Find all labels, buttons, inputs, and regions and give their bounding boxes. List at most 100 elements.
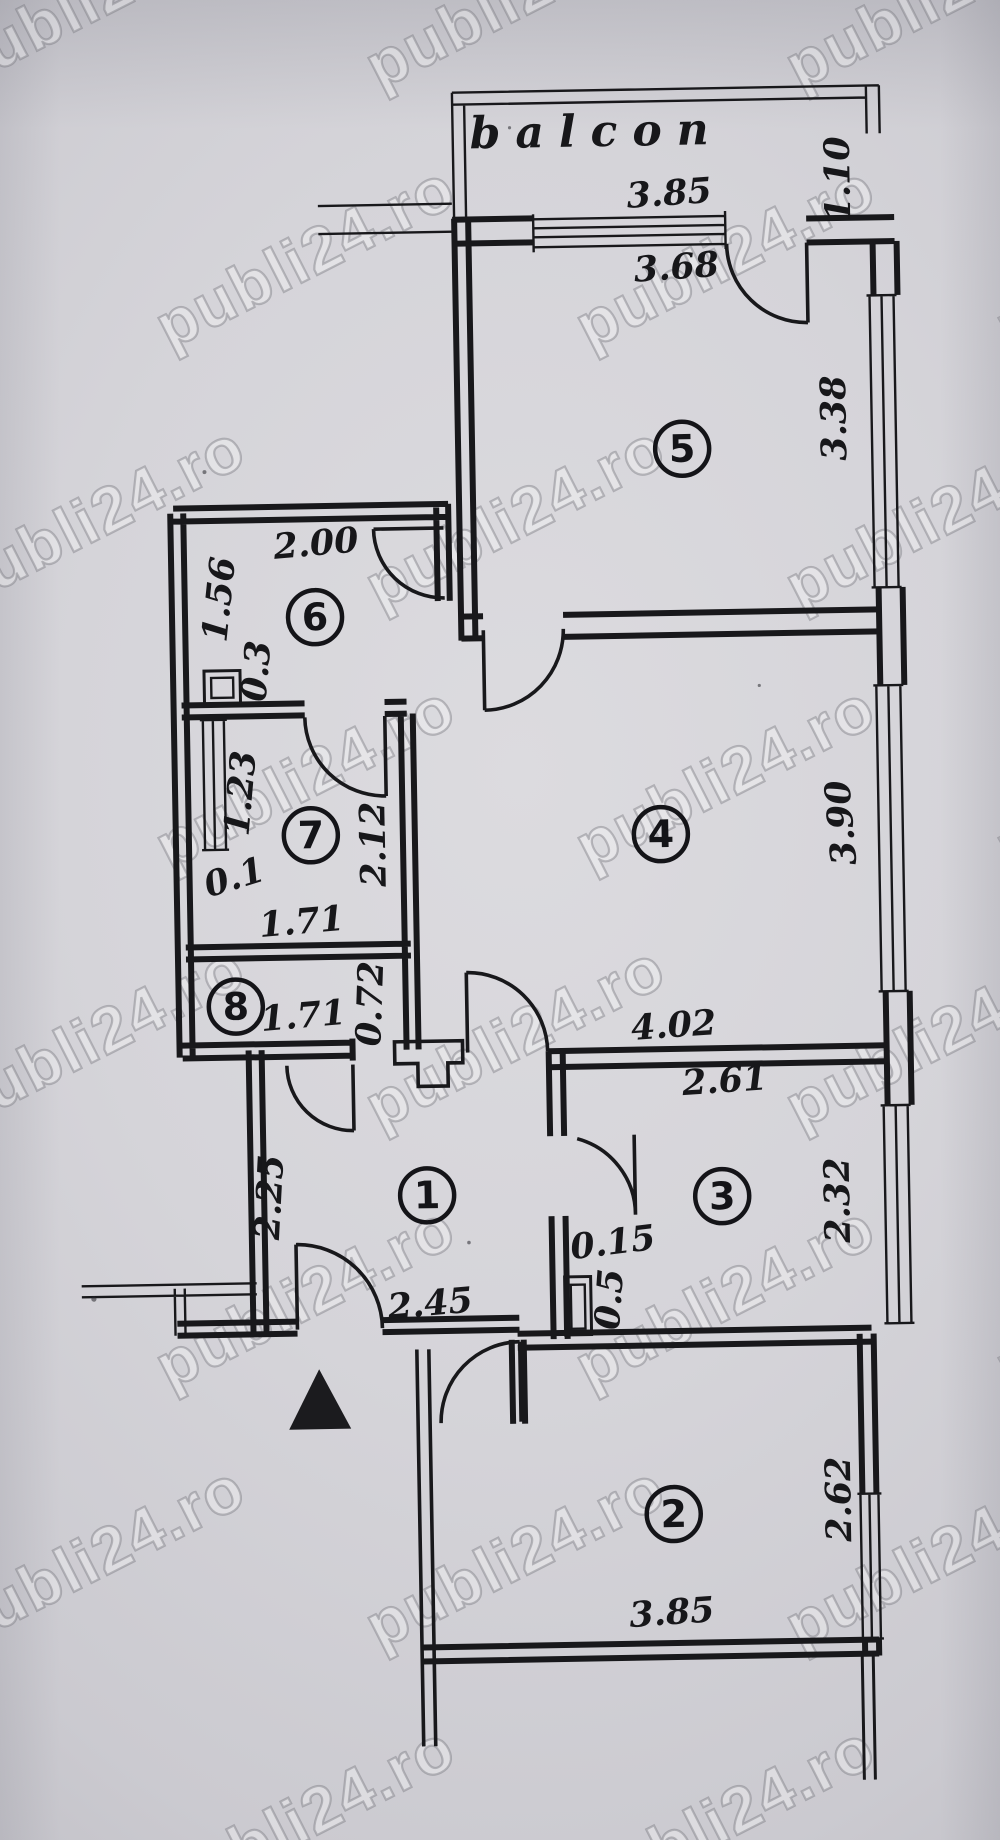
room-number-badge: 6 bbox=[285, 587, 345, 647]
watermark-text: publi24.ro bbox=[144, 150, 467, 362]
room-number-text: 6 bbox=[301, 595, 328, 639]
labels-layer: balcon 3.85 1.10 3.68 3.38 2.00 1.560.3 1.23 0.… bbox=[194, 104, 865, 1636]
dimension-label: 2.45 bbox=[385, 1280, 474, 1328]
room1-walls bbox=[81, 1050, 529, 1424]
watermark-text: publi24.ro bbox=[564, 1710, 887, 1840]
watermark-text: publi24.ro bbox=[354, 1450, 677, 1662]
left-annex-walls bbox=[167, 500, 453, 1062]
room-number-text: 4 bbox=[647, 812, 674, 856]
watermark-text: publi24.ro bbox=[144, 1710, 467, 1840]
room2-walls bbox=[415, 1349, 880, 1747]
room-number-text: 5 bbox=[669, 427, 696, 471]
corridor-west-wall bbox=[415, 1349, 438, 1747]
room-number-circle bbox=[285, 587, 345, 647]
room-number-badge: 4 bbox=[631, 804, 691, 864]
dimension-label: 1.10 bbox=[817, 136, 859, 222]
dimension-label: 3.85 bbox=[628, 1589, 716, 1636]
room5-left-wall bbox=[451, 218, 479, 641]
watermark-text: publi24.ro bbox=[984, 1190, 1000, 1402]
room7-door bbox=[302, 715, 388, 798]
room-number-circle bbox=[281, 806, 341, 865]
room5-window bbox=[866, 293, 902, 589]
room-number-text: 1 bbox=[414, 1173, 441, 1217]
room-number-badge: 5 bbox=[652, 419, 712, 479]
watermark-text: publi24.ro bbox=[774, 1450, 1000, 1662]
dimension-label: 2.32 bbox=[817, 1157, 859, 1244]
watermark-text: publi24.ro bbox=[984, 150, 1000, 362]
walls-layer bbox=[81, 84, 915, 1780]
room-number-badge: 2 bbox=[644, 1484, 703, 1544]
room-number-text: 2 bbox=[660, 1492, 687, 1536]
watermark-text: publi24.ro bbox=[354, 0, 677, 102]
entrance-marker-triangle bbox=[289, 1369, 352, 1430]
dimension-label: 0.15 bbox=[568, 1217, 658, 1268]
room5-room4-divider bbox=[460, 606, 880, 642]
door-arcs bbox=[285, 242, 810, 1424]
balcony-outline bbox=[450, 84, 881, 219]
room-number-text: 8 bbox=[222, 984, 249, 1028]
room-number-circle bbox=[652, 419, 712, 479]
room6-door bbox=[371, 526, 445, 600]
dimension-label: 1.71 bbox=[259, 992, 347, 1040]
watermark-text: publi24.ro bbox=[0, 0, 257, 102]
room-number-text: 3 bbox=[709, 1174, 736, 1218]
dimension-label: 0.5 bbox=[587, 1267, 632, 1331]
neighbour-wall-top bbox=[317, 202, 453, 236]
corridor-neighbour-wall bbox=[81, 1282, 257, 1336]
balcony-label: balcon bbox=[469, 104, 724, 159]
room3-door bbox=[576, 1134, 638, 1215]
dimension-label: 0.3 bbox=[233, 639, 279, 703]
dimension-label: 3.85 bbox=[625, 170, 713, 217]
dimension-label: 3.90 bbox=[817, 779, 865, 867]
dimension-label: 0.72 bbox=[348, 960, 392, 1047]
room-number-text: 7 bbox=[297, 813, 324, 857]
watermark-text: publi24.ro bbox=[0, 930, 257, 1142]
balcony-door bbox=[724, 242, 810, 325]
dimension-label: 1.71 bbox=[257, 898, 345, 946]
room-number-circle bbox=[397, 1166, 457, 1225]
watermark-text: publi24.ro bbox=[984, 670, 1000, 882]
room4-bottom-divider bbox=[547, 1042, 887, 1071]
duct-shaft-room3 bbox=[563, 1274, 594, 1337]
room-number-circle bbox=[206, 977, 266, 1036]
room-number-circle bbox=[631, 804, 691, 864]
room-number-badge: 3 bbox=[692, 1166, 752, 1226]
room-number-badge: 7 bbox=[281, 806, 341, 865]
dimension-label: 3.38 bbox=[813, 375, 855, 461]
room1-room4-door bbox=[464, 970, 550, 1053]
room2-window bbox=[857, 1492, 884, 1641]
structural-pier bbox=[392, 1038, 465, 1089]
room7-window bbox=[199, 718, 230, 852]
balcony-window bbox=[531, 210, 727, 253]
room2-corridor-door bbox=[439, 1339, 523, 1424]
room3-left-wall bbox=[545, 1050, 571, 1340]
room-number-badge: 8 bbox=[206, 977, 266, 1036]
watermark-text: publi24.ro bbox=[0, 1450, 257, 1662]
room3-window bbox=[880, 1103, 915, 1325]
dimension-label: 3.68 bbox=[632, 244, 720, 291]
dimension-label: 4.02 bbox=[630, 1002, 718, 1049]
room-number-circle bbox=[692, 1166, 752, 1226]
dimension-label: 1.23 bbox=[217, 749, 265, 837]
right-wall-stub bbox=[860, 1655, 877, 1780]
room-number-circle bbox=[644, 1484, 703, 1544]
scan-specks bbox=[91, 126, 761, 1302]
room8-door bbox=[285, 1064, 356, 1133]
dimension-label: 2.62 bbox=[818, 1456, 860, 1543]
dimension-label: 1.56 bbox=[194, 555, 244, 644]
room4-window bbox=[873, 683, 909, 993]
entrance-door bbox=[294, 1242, 385, 1330]
dimension-label: 2.12 bbox=[352, 801, 394, 888]
watermark-text: publi24.ro bbox=[774, 410, 1000, 622]
room4-upper-door bbox=[481, 628, 566, 713]
dimension-label: 2.00 bbox=[271, 520, 360, 568]
top-wall bbox=[452, 210, 895, 253]
dimension-label: 2.25 bbox=[247, 1154, 292, 1242]
dimension-label: 2.61 bbox=[680, 1057, 769, 1104]
duct-shaft-room6 bbox=[202, 668, 243, 707]
watermark-text: publi24.ro bbox=[984, 1710, 1000, 1840]
room-number-badge: 1 bbox=[397, 1166, 457, 1225]
